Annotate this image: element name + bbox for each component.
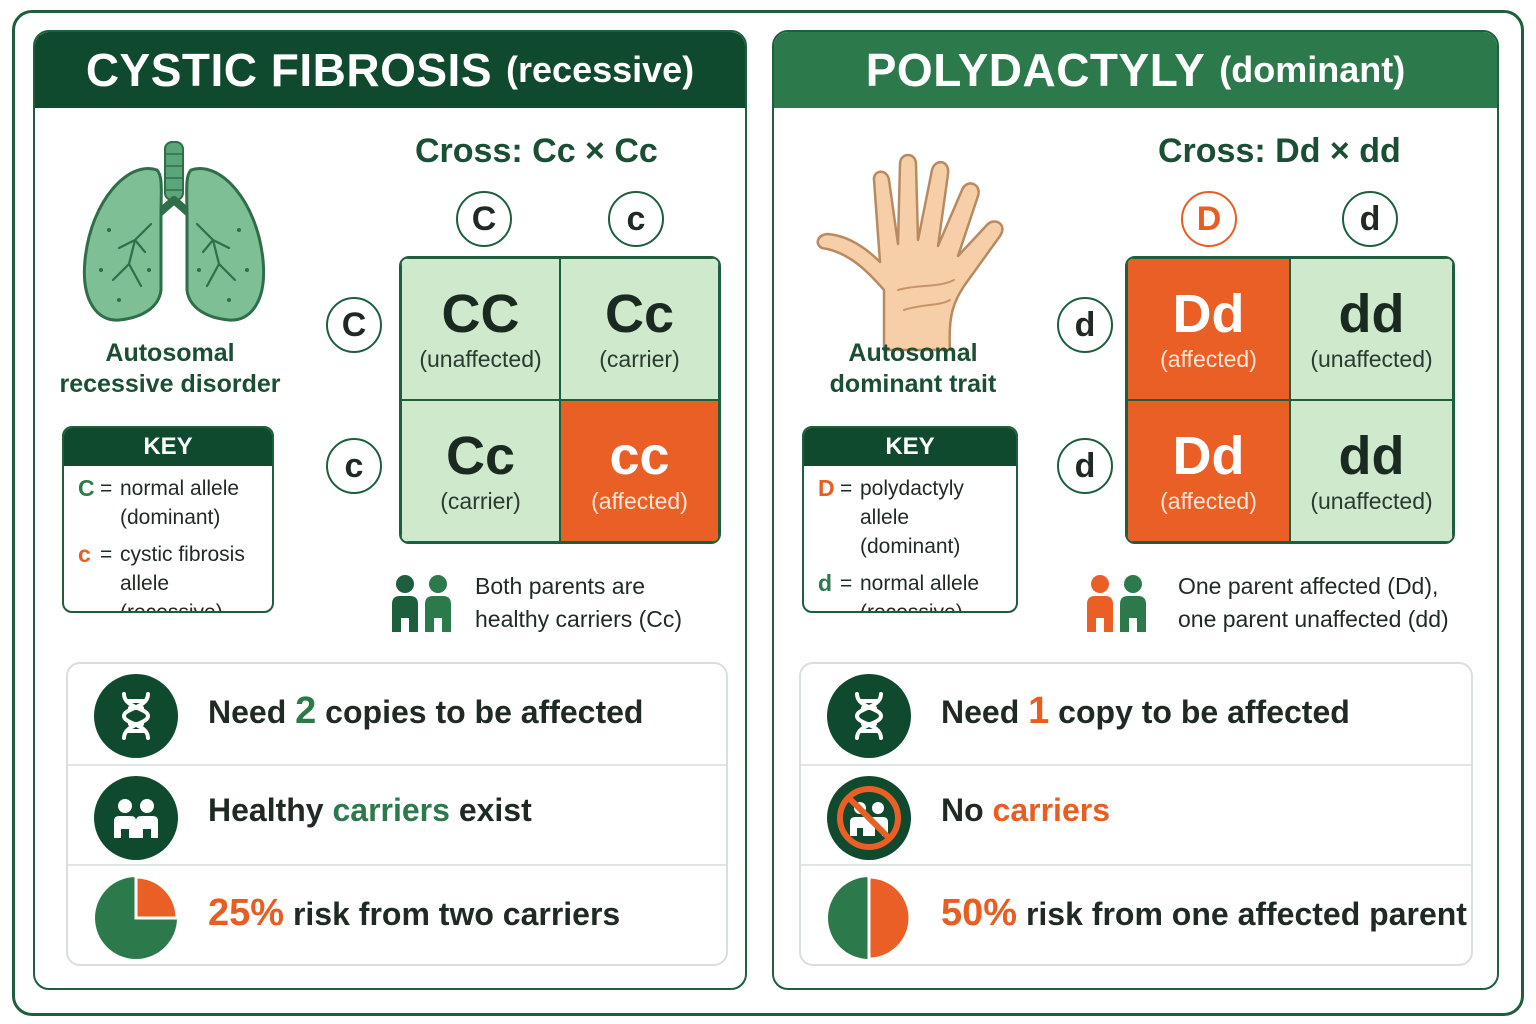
parents-icon <box>392 575 451 632</box>
key-symbol: C <box>78 475 95 501</box>
outer-frame <box>12 10 1524 1016</box>
summary-text: No carriers <box>941 792 1110 828</box>
punnett-cell: dd (unaffected) <box>1290 258 1453 400</box>
key-symbol: c <box>78 541 91 567</box>
key-row-recessive: c = cystic fibrosis allele (recessive) <box>78 541 245 613</box>
people-icon <box>94 776 178 860</box>
panel-subtitle: (dominant) <box>1219 49 1406 90</box>
parents-icon <box>1087 575 1146 632</box>
key-row-dominant: D = polydactyly allele (dominant) <box>818 475 964 558</box>
key-heading: KEY <box>804 428 1016 466</box>
summary-row-risk: 50% risk from one affected parent <box>801 864 1471 964</box>
allele-top-1: C <box>456 191 512 247</box>
summary-text: Need 2 copies to be affected <box>208 690 644 732</box>
parents-note: One parent affected (Dd), one parent una… <box>1178 573 1449 632</box>
panel-header: POLYDACTYLY (dominant) <box>774 32 1497 108</box>
cross-label: Cross: Cc × Cc <box>415 132 658 170</box>
risk-percent: 25% <box>208 892 285 934</box>
panel-title: CYSTIC FIBROSIS <box>85 44 493 96</box>
summary-row-carriers: No carriers <box>801 764 1471 864</box>
cystic-fibrosis-panel: CYSTIC FIBROSIS (recessive) Autosomal re… <box>33 30 747 990</box>
allele-key: KEY D = polydactyly allele (dominant) d … <box>802 426 1018 613</box>
allele-key: KEY C = normal allele (dominant) c = cys… <box>62 426 274 613</box>
allele-top-2: c <box>608 191 664 247</box>
copies-number: 1 <box>1028 690 1050 732</box>
summary-text: Healthy carriers exist <box>208 792 532 828</box>
key-symbol: D <box>818 475 835 501</box>
dna-icon <box>827 674 911 758</box>
allele-side-1: d <box>1057 297 1113 353</box>
copies-number: 2 <box>295 690 317 732</box>
summary-text: 25% risk from two carriers <box>208 892 621 934</box>
punnett-cell: Cc (carrier) <box>560 258 719 400</box>
risk-percent: 50% <box>941 892 1018 934</box>
pie-chart-icon <box>95 876 178 959</box>
summary-row-copies: Need 1 copy to be affected <box>801 664 1471 764</box>
punnett-square: CC (unaffected) Cc (carrier) Cc (carrier… <box>399 256 721 544</box>
summary-row-copies: Need 2 copies to be affected <box>68 664 726 764</box>
panel-subtitle: (recessive) <box>506 49 695 90</box>
allele-side-1: C <box>326 297 382 353</box>
panel-title: POLYDACTYLY <box>865 44 1206 96</box>
punnett-square: Dd (affected) dd (unaffected) Dd (affect… <box>1125 256 1455 544</box>
punnett-cell: CC (unaffected) <box>401 258 560 400</box>
no-carriers-icon <box>827 776 911 860</box>
key-symbol: d <box>818 570 833 596</box>
cross-label: Cross: Dd × dd <box>1158 132 1401 170</box>
summary-text: Need 1 copy to be affected <box>941 690 1350 732</box>
summary-row-risk: 25% risk from two carriers <box>68 864 726 964</box>
summary-box: Need 2 copies to be affected Healthy car… <box>66 662 728 966</box>
punnett-cell: Dd (affected) <box>1127 400 1290 542</box>
dna-icon <box>94 674 178 758</box>
pie-chart-icon <box>828 876 911 960</box>
summary-text: 50% risk from one affected parent <box>941 892 1467 934</box>
punnett-cell: Cc (carrier) <box>401 400 560 542</box>
summary-box: Need 1 copy to be affected No carriers <box>799 662 1473 966</box>
lungs-icon <box>82 141 266 322</box>
disorder-caption: Autosomal recessive disorder <box>59 339 281 398</box>
hand-icon <box>816 153 1004 352</box>
punnett-cell: cc (affected) <box>560 400 719 542</box>
key-row-dominant: C = normal allele (dominant) <box>78 475 240 529</box>
allele-side-2: d <box>1057 438 1113 494</box>
allele-top-2: d <box>1342 191 1398 247</box>
trait-caption: Autosomal dominant trait <box>829 339 997 398</box>
punnett-cell: Dd (affected) <box>1127 258 1290 400</box>
panel-header: CYSTIC FIBROSIS (recessive) <box>35 32 745 108</box>
allele-side-2: c <box>326 438 382 494</box>
key-row-recessive: d = normal allele (recessive) <box>818 570 980 613</box>
parents-note: Both parents are healthy carriers (Cc) <box>475 573 683 632</box>
polydactyly-panel: POLYDACTYLY (dominant) Autosomal dominan… <box>772 30 1499 990</box>
summary-row-carriers: Healthy carriers exist <box>68 764 726 864</box>
allele-top-1: D <box>1181 191 1237 247</box>
key-heading: KEY <box>64 428 272 466</box>
punnett-cell: dd (unaffected) <box>1290 400 1453 542</box>
